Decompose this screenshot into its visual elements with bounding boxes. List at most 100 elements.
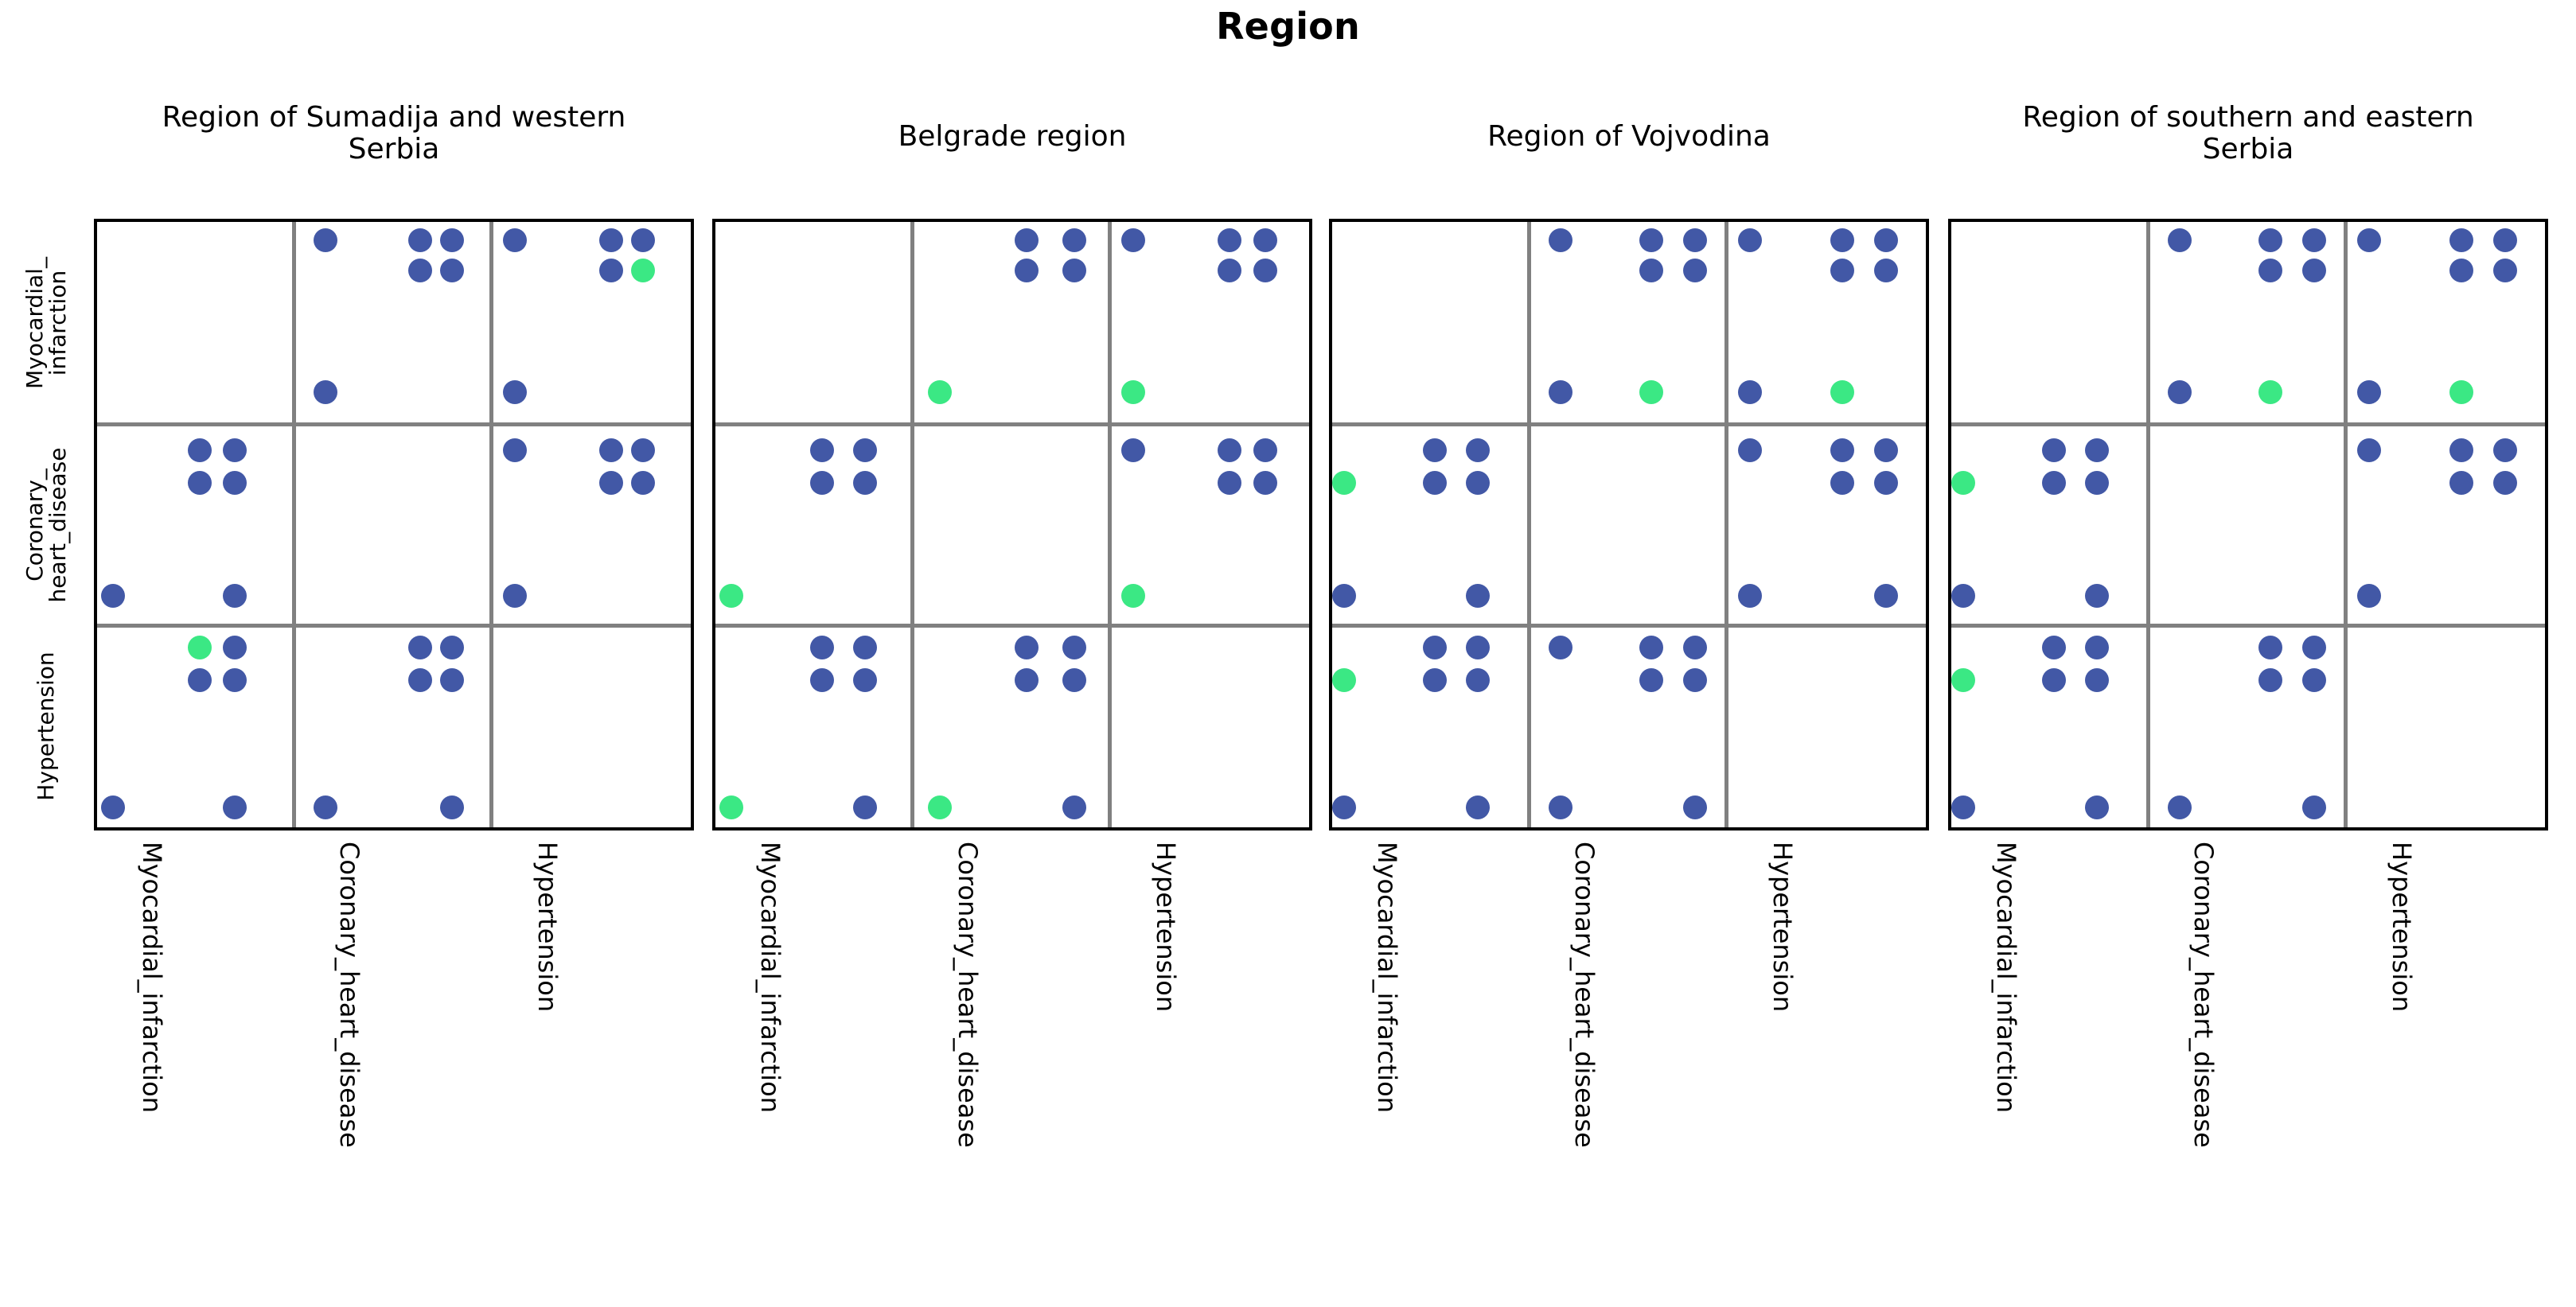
grid-line-vertical [2343, 222, 2348, 827]
grid-line-vertical [1527, 222, 1532, 827]
scatter-point-blue [1682, 228, 1707, 252]
scatter-point-blue [2301, 795, 2326, 819]
scatter-point-blue [1639, 667, 1664, 692]
scatter-point-blue [1422, 636, 1447, 660]
matrix-cell [2345, 626, 2545, 827]
scatter-point-blue [1253, 470, 1277, 495]
matrix-cell [1530, 222, 1727, 424]
scatter-point-blue [1466, 583, 1491, 608]
grid-line-horizontal [715, 624, 1309, 628]
scatter-point-green [1331, 667, 1356, 692]
scatter-point-blue [1062, 259, 1086, 282]
scatter-point-blue [187, 470, 212, 495]
scatter-point-green [1830, 379, 1854, 404]
matrix-cell [715, 222, 913, 424]
matrix-cell [2149, 222, 2346, 424]
scatter-matrix [94, 219, 694, 830]
scatter-point-blue [1062, 636, 1086, 660]
scatter-point-blue [2449, 470, 2473, 495]
scatter-point-blue [2301, 667, 2326, 692]
scatter-point-blue [2168, 795, 2192, 819]
x-axis-label-coronary_heart_disease: Coronary_heart_disease [952, 842, 983, 1148]
x-axis-label-hypertension: Hypertension [532, 842, 563, 1013]
scatter-point-blue [408, 259, 433, 282]
scatter-point-blue [1015, 636, 1039, 660]
scatter-point-blue [853, 470, 878, 495]
scatter-point-blue [2492, 259, 2517, 282]
scatter-point-blue [1062, 795, 1086, 819]
matrix-cell [97, 626, 294, 827]
scatter-point-blue [2085, 583, 2110, 608]
matrix-cell [294, 424, 492, 625]
x-axis-label-hypertension: Hypertension [1150, 842, 1181, 1013]
scatter-point-blue [1121, 228, 1146, 252]
scatter-point-blue [1549, 795, 1573, 819]
matrix-cell [491, 424, 691, 625]
scatter-point-green [928, 795, 953, 819]
matrix-cell [1332, 222, 1530, 424]
x-axis-label-hypertension: Hypertension [2386, 842, 2417, 1013]
scatter-point-blue [1331, 795, 1356, 819]
matrix-cell [1951, 626, 2149, 827]
scatter-point-blue [1951, 795, 1975, 819]
scatter-point-blue [1062, 667, 1086, 692]
scatter-point-blue [1015, 667, 1039, 692]
page-title: Region [1216, 5, 1360, 48]
matrix-cell [491, 626, 691, 827]
matrix-cell [1109, 626, 1309, 827]
scatter-point-blue [1738, 379, 1763, 404]
scatter-point-blue [1738, 228, 1763, 252]
scatter-point-blue [2301, 636, 2326, 660]
matrix-cell [913, 626, 1110, 827]
matrix-cell [913, 222, 1110, 424]
scatter-point-blue [2085, 795, 2110, 819]
scatter-point-blue [314, 379, 338, 404]
scatter-matrix [1948, 219, 2548, 830]
scatter-point-blue [853, 795, 878, 819]
scatter-point-blue [853, 667, 878, 692]
scatter-point-blue [1015, 228, 1039, 252]
grid-line-horizontal [1332, 624, 1926, 628]
grid-line-vertical [1724, 222, 1728, 827]
matrix-cell [1109, 222, 1309, 424]
scatter-point-blue [439, 259, 464, 282]
matrix-cell [2345, 222, 2545, 424]
matrix-cell [294, 626, 492, 827]
scatter-point-blue [598, 259, 623, 282]
scatter-point-blue [2449, 259, 2473, 282]
grid-line-horizontal [97, 624, 691, 628]
x-axis-label-myocardial_infarction: Myocardial_infarction [1372, 842, 1403, 1114]
scatter-point-blue [2041, 470, 2066, 495]
scatter-point-blue [1331, 583, 1356, 608]
matrix-cell [1726, 626, 1926, 827]
scatter-point-green [2449, 379, 2473, 404]
scatter-point-blue [1951, 583, 1975, 608]
scatter-point-blue [1873, 470, 1898, 495]
scatter-point-blue [2357, 228, 2382, 252]
scatter-point-blue [809, 438, 834, 463]
scatter-point-blue [1549, 636, 1573, 660]
grid-line-horizontal [1951, 422, 2545, 426]
x-axis-label-coronary_heart_disease: Coronary_heart_disease [2188, 842, 2219, 1148]
x-axis-label-myocardial_infarction: Myocardial_infarction [755, 842, 786, 1114]
scatter-matrix [1329, 219, 1929, 830]
scatter-matrix [712, 219, 1312, 830]
scatter-point-blue [439, 228, 464, 252]
scatter-point-blue [1015, 259, 1039, 282]
matrix-cell [1331, 424, 1530, 625]
matrix-cell [1331, 626, 1530, 827]
matrix-cell [1951, 222, 2149, 424]
scatter-point-green [1951, 470, 1975, 495]
scatter-point-blue [1682, 667, 1707, 692]
grid-line-horizontal [97, 422, 691, 426]
scatter-point-green [1121, 379, 1146, 404]
grid-line-vertical [489, 222, 493, 827]
scatter-point-blue [1466, 667, 1491, 692]
scatter-point-blue [1422, 667, 1447, 692]
grid-line-vertical [1107, 222, 1112, 827]
matrix-cell [294, 222, 492, 424]
scatter-point-blue [2449, 438, 2473, 463]
scatter-point-blue [2492, 438, 2517, 463]
